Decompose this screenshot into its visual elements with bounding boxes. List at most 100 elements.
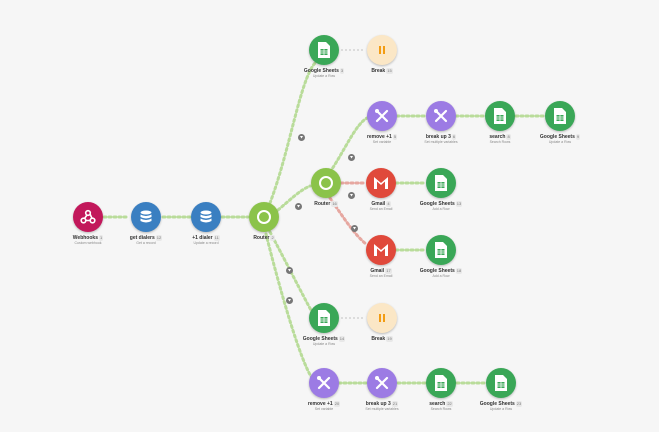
pause-icon <box>379 314 385 322</box>
link-router-routermid <box>276 184 312 212</box>
sheets-update-top-circle[interactable] <box>545 101 575 131</box>
sheets-icon <box>435 242 447 258</box>
module-subtitle: Set multiple variables <box>365 407 399 411</box>
sheets-add-2-circle[interactable] <box>426 235 456 265</box>
sheets-add-1-circle[interactable] <box>426 168 456 198</box>
break-top-circle[interactable] <box>367 35 397 65</box>
module-label: Google Sheets <box>539 134 575 140</box>
remove1-bottom-circle[interactable] <box>309 368 339 398</box>
router-main-circle[interactable] <box>249 202 279 232</box>
module-subtitle: Set variable <box>372 140 392 144</box>
module-label: remove +1 <box>307 401 333 407</box>
module-badge: 20 <box>333 401 341 407</box>
breakup3-top-circle[interactable] <box>426 101 456 131</box>
module-badge: 14 <box>338 336 346 342</box>
router-icon <box>319 176 333 190</box>
sheets-icon <box>495 375 507 391</box>
module-label: remove +1 <box>366 134 392 140</box>
module-subtitle: Custom webhook <box>74 241 102 245</box>
break-bottom-circle[interactable] <box>367 303 397 333</box>
filter-icon[interactable] <box>350 224 358 232</box>
router-mid-circle[interactable] <box>311 168 341 198</box>
module-subtitle: Update a record <box>193 241 219 245</box>
sheets-bottom-circle[interactable] <box>309 303 339 333</box>
search-bottom-circle[interactable] <box>426 368 456 398</box>
module-label: search <box>489 134 506 140</box>
module-subtitle: Search Rows <box>430 407 452 411</box>
sheets-update-bottom-circle[interactable] <box>486 368 516 398</box>
module-badge: 3 <box>339 68 345 74</box>
pause-icon <box>379 46 385 54</box>
sheets-icon <box>318 310 330 326</box>
module-label: Google Sheets <box>419 268 455 274</box>
module-badge: 19 <box>386 336 393 342</box>
breakup3-bottom-circle[interactable] <box>367 368 397 398</box>
module-label: break up 3 <box>425 134 451 140</box>
link-router-sheetstop <box>268 61 317 205</box>
module-badge: 21 <box>391 401 399 407</box>
module-subtitle: Update a Row <box>489 407 513 411</box>
sheets-top-circle[interactable] <box>309 35 339 65</box>
sheets-icon <box>554 108 566 124</box>
module-label: break up 3 <box>365 401 391 407</box>
module-badge: 8 <box>506 134 511 140</box>
filter-icon[interactable] <box>285 266 293 274</box>
module-subtitle: Set variable <box>314 407 334 411</box>
module-badge: 1 <box>98 235 104 241</box>
module-label: Router <box>253 235 270 241</box>
module-badge: 6 <box>451 134 457 140</box>
filter-icon[interactable] <box>347 191 355 199</box>
module-label: Google Sheets <box>303 68 339 74</box>
module-badge: 23 <box>515 401 523 407</box>
module-subtitle: Send an Email <box>369 274 393 278</box>
plus1-dialer-circle[interactable] <box>191 202 221 232</box>
router-icon <box>257 210 271 224</box>
filter-icon[interactable] <box>347 153 355 161</box>
link-router-remove1bottom <box>264 232 314 380</box>
module-label: Webhooks <box>72 235 98 241</box>
remove1-top-circle[interactable] <box>367 101 397 131</box>
module-badge: 16 <box>331 201 338 207</box>
filter-icon[interactable] <box>297 133 305 141</box>
gmail-2-circle[interactable] <box>366 235 396 265</box>
module-label: +1 dialer <box>192 235 213 241</box>
module-label: Google Sheets <box>302 336 338 342</box>
gmail-1-circle[interactable] <box>366 168 396 198</box>
module-badge: 13 <box>455 201 463 207</box>
filter-icon[interactable] <box>285 296 293 304</box>
get-dialers-circle[interactable] <box>131 202 161 232</box>
webhooks-circle[interactable] <box>73 202 103 232</box>
module-badge: 11 <box>213 235 220 241</box>
module-badge: 15 <box>386 68 393 74</box>
module-subtitle: Update a Row <box>312 74 336 78</box>
filter-icon[interactable] <box>294 202 302 210</box>
search-top-circle[interactable] <box>485 101 515 131</box>
module-badge: 5 <box>392 134 398 140</box>
webhook-icon <box>80 209 96 224</box>
module-subtitle: Search Rows <box>489 140 511 144</box>
module-badge: 22 <box>446 401 453 407</box>
module-badge: 4 <box>386 201 391 207</box>
